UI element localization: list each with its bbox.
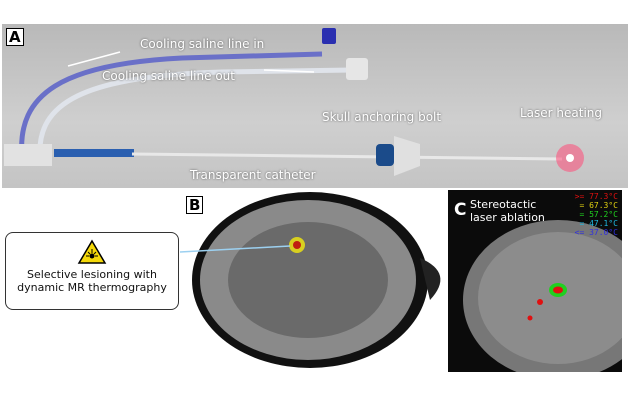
label-laser-heating: Laser heating bbox=[520, 106, 603, 120]
panel-c-sagittal-mri: C Stereotactic laser ablation >= 77.3°C … bbox=[448, 190, 622, 372]
legend-entry: = 57.2°C bbox=[579, 210, 618, 219]
title-line-2: laser ablation bbox=[470, 211, 545, 224]
label-saline-out: Cooling saline line out bbox=[102, 69, 235, 83]
sagittal-brain bbox=[463, 220, 622, 372]
callout-line-1: Selective lesioning with bbox=[27, 268, 157, 281]
laser-warning-icon bbox=[77, 239, 107, 264]
label-skull-bolt: Skull anchoring bolt bbox=[322, 110, 442, 124]
panel-label-c: C bbox=[454, 200, 467, 220]
device-photo: A Cooling saline line in Cooling saline … bbox=[2, 24, 628, 188]
panel-label-b: B bbox=[186, 196, 204, 214]
label-saline-in: Cooling saline line in bbox=[140, 37, 265, 51]
legend-entry: = 67.3°C bbox=[579, 201, 618, 210]
legend-entry: <= 37.0°C bbox=[574, 228, 618, 237]
title-line-1: Stereotactic bbox=[470, 198, 537, 211]
panel-c-title: Stereotactic laser ablation bbox=[470, 198, 545, 224]
legend-entry: >= 77.3°C bbox=[574, 192, 618, 201]
catheter-drawing bbox=[4, 28, 584, 176]
panel-label-a: A bbox=[6, 28, 24, 46]
label-transparent-catheter: Transparent catheter bbox=[190, 168, 316, 182]
callout-box: Selective lesioning with dynamic MR ther… bbox=[5, 232, 179, 310]
temperature-legend: >= 77.3°C = 67.3°C = 57.2°C = 47.1°C <= … bbox=[575, 192, 618, 237]
legend-entry: = 47.1°C bbox=[579, 219, 618, 228]
callout-line-2: dynamic MR thermography bbox=[17, 281, 167, 294]
brain-mri-axial bbox=[180, 192, 441, 368]
